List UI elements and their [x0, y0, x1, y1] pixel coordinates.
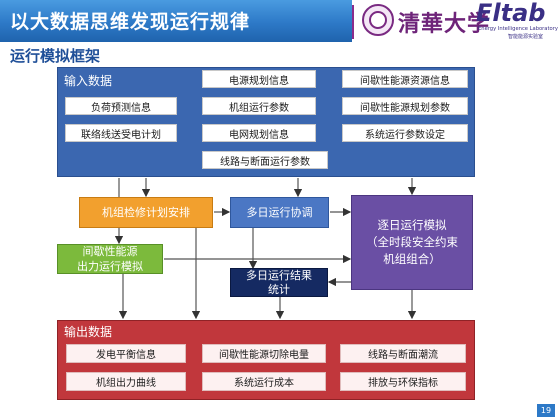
tsinghua-logo-text: 清華大学: [398, 11, 491, 37]
daily-box-line3: 机组组合）: [383, 252, 441, 266]
section-subtitle: 运行模拟框架: [10, 47, 101, 65]
input-item: 线路与断面运行参数: [202, 151, 328, 169]
maintenance-schedule-box: 机组检修计划安排: [79, 197, 213, 228]
daily-operation-simulation-box: 逐日运行模拟 （全时段安全约束 机组组合）: [351, 195, 473, 290]
daily-box-line1: 逐日运行模拟: [377, 218, 447, 232]
output-item: 发电平衡信息: [66, 344, 186, 363]
daily-box-line2: （全时段安全约束: [366, 235, 458, 249]
input-item: 电源规划信息: [202, 70, 316, 88]
input-item: 电网规划信息: [202, 124, 316, 142]
tsinghua-seal-inner-icon: [369, 11, 387, 29]
slide-title: 以大数据思维发现运行规律: [10, 11, 251, 33]
title-bar: [0, 0, 352, 42]
renewable-box-line2: 出力运行模拟: [77, 260, 143, 273]
eilab-logo: Eltab: [476, 0, 546, 27]
output-panel-label: 输出数据: [64, 325, 113, 339]
renewable-output-simulation-box: 间歇性能源 出力运行模拟: [57, 244, 163, 274]
input-item: 机组运行参数: [202, 97, 316, 115]
input-item: 系统运行参数设定: [342, 124, 468, 142]
eilab-subtitle-cn: 智能能源实验室: [508, 34, 544, 40]
output-item: 间歇性能源切除电量: [202, 344, 326, 363]
title-divider: [352, 5, 354, 39]
multi-day-results-statistics-box: 多日运行结果 统计: [230, 268, 328, 297]
output-item: 机组出力曲线: [66, 372, 186, 391]
stats-box-line1: 多日运行结果: [246, 268, 312, 282]
input-panel-label: 输入数据: [64, 74, 113, 88]
multi-day-coordination-box: 多日运行协调: [230, 197, 329, 228]
page-number: 19: [537, 404, 555, 417]
output-item: 系统运行成本: [202, 372, 326, 391]
renewable-box-line1: 间歇性能源: [82, 245, 138, 258]
input-item: 间歇性能源资源信息: [342, 70, 468, 88]
eilab-subtitle-en: Energy Intelligence Laboratory: [478, 26, 558, 32]
input-item: 联络线送受电计划: [65, 124, 177, 142]
output-item: 排放与环保指标: [340, 372, 466, 391]
input-item: 负荷预测信息: [65, 97, 177, 115]
input-item: 间歇性能源规划参数: [342, 97, 468, 115]
stats-box-line2: 统计: [268, 282, 290, 296]
output-item: 线路与断面潮流: [340, 344, 466, 363]
